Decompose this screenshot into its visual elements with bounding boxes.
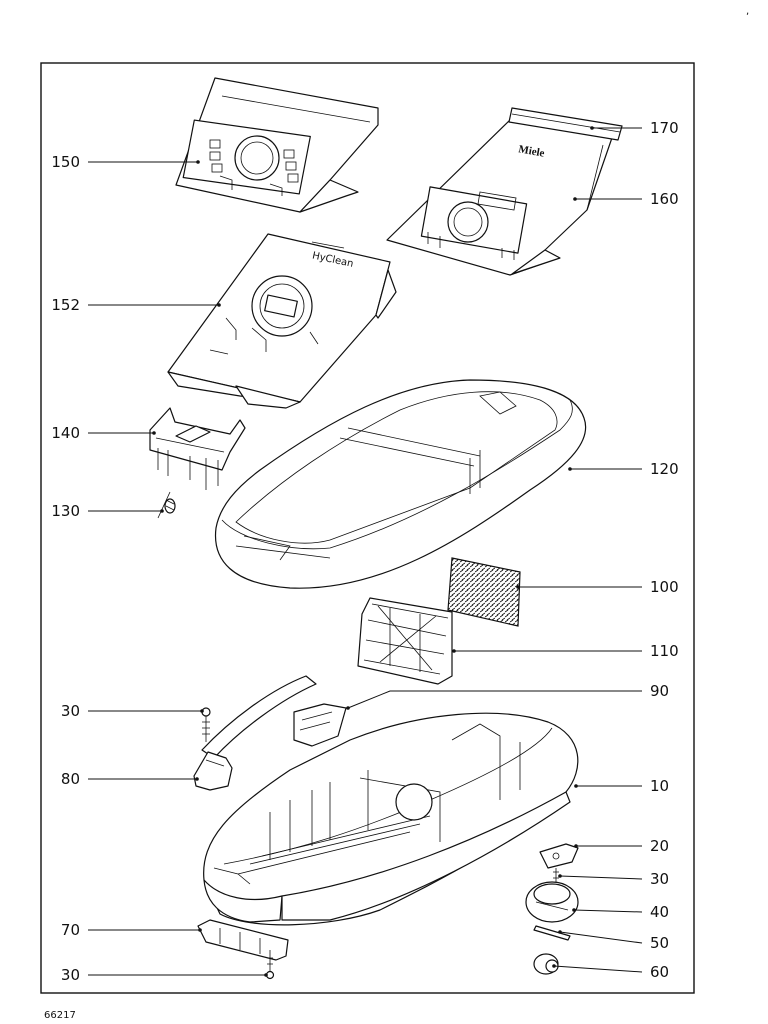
leader-dot-p100	[516, 585, 520, 589]
part-number-p130: 130	[51, 502, 80, 520]
base-housing-10	[203, 712, 579, 926]
dust-bag-150	[175, 77, 379, 213]
castor-wheel-40	[525, 881, 579, 923]
carry-handle-80	[193, 675, 317, 791]
bracket-20	[539, 843, 579, 869]
filter-frame-110	[357, 597, 453, 685]
hyclean-bag-152: HyClean	[167, 233, 397, 409]
part-number-p120: 120	[650, 460, 679, 478]
part-number-p90: 90	[650, 682, 669, 700]
leader-dot-p50	[558, 930, 562, 934]
part-number-p170: 170	[650, 119, 679, 137]
paper-bag-160: Miele	[386, 117, 615, 276]
document-number: 66217	[44, 1010, 76, 1021]
leader-dot-p140	[152, 431, 156, 435]
part-number-p100: 100	[650, 578, 679, 596]
leader-dot-p10	[574, 784, 578, 788]
part-labels: 150 170 160 152 140 120 130 100 110 90 30 80 10 20 30 4…	[51, 119, 678, 984]
part-number-p30c: 30	[61, 966, 80, 984]
part-number-p150: 150	[51, 153, 80, 171]
part-number-p30b: 30	[650, 870, 669, 888]
spring-130	[157, 491, 176, 519]
leader-dot-p120	[568, 467, 572, 471]
part-number-p50: 50	[650, 934, 669, 952]
part-number-p160: 160	[650, 190, 679, 208]
leader-dot-p70	[198, 928, 202, 932]
part-number-p70: 70	[61, 921, 80, 939]
clip-90	[293, 703, 347, 747]
roller-60	[533, 953, 559, 975]
part-number-p152: 152	[51, 296, 80, 314]
leader-dot-p160	[573, 197, 577, 201]
leader-dot-p60	[552, 964, 556, 968]
part-number-p110: 110	[650, 642, 679, 660]
corner-mark: ,	[746, 6, 749, 17]
leader-dot-p40	[572, 908, 576, 912]
leader-dot-p30a	[200, 709, 204, 713]
part-number-p30a: 30	[61, 702, 80, 720]
screw-30b	[553, 868, 559, 884]
leader-dot-p110	[452, 649, 456, 653]
leader-lines	[88, 126, 643, 977]
leader-line-p30b	[559, 875, 643, 880]
leader-dot-p20	[574, 844, 578, 848]
part-number-p20: 20	[650, 837, 669, 855]
lid-120	[214, 379, 587, 589]
leader-dot-p150	[196, 160, 200, 164]
leader-dot-p130	[160, 509, 164, 513]
bag-collar-170	[508, 107, 623, 141]
bag-brand-logo: Miele	[517, 143, 545, 159]
filter-pad-100	[447, 557, 521, 627]
leader-line-p90	[347, 690, 642, 709]
part-number-p60: 60	[650, 963, 669, 981]
leader-dot-p30c	[264, 973, 268, 977]
diagram-frame	[40, 62, 695, 994]
leader-dot-p170	[590, 126, 594, 130]
leader-line-p50	[559, 931, 643, 944]
bumper-strip-70	[197, 919, 289, 961]
leader-dot-p152	[217, 303, 221, 307]
leader-line-p60	[553, 965, 643, 973]
screw-30c	[265, 950, 275, 980]
bag-holder-140	[149, 407, 246, 490]
part-number-p40: 40	[650, 903, 669, 921]
part-number-p10: 10	[650, 777, 669, 795]
leader-dot-p30b	[558, 874, 562, 878]
part-number-p140: 140	[51, 424, 80, 442]
leader-line-p40	[573, 909, 643, 913]
leader-dot-p90	[346, 706, 350, 710]
screw-30a	[201, 707, 211, 742]
part-number-p80: 80	[61, 770, 80, 788]
leader-dot-p80	[195, 777, 199, 781]
